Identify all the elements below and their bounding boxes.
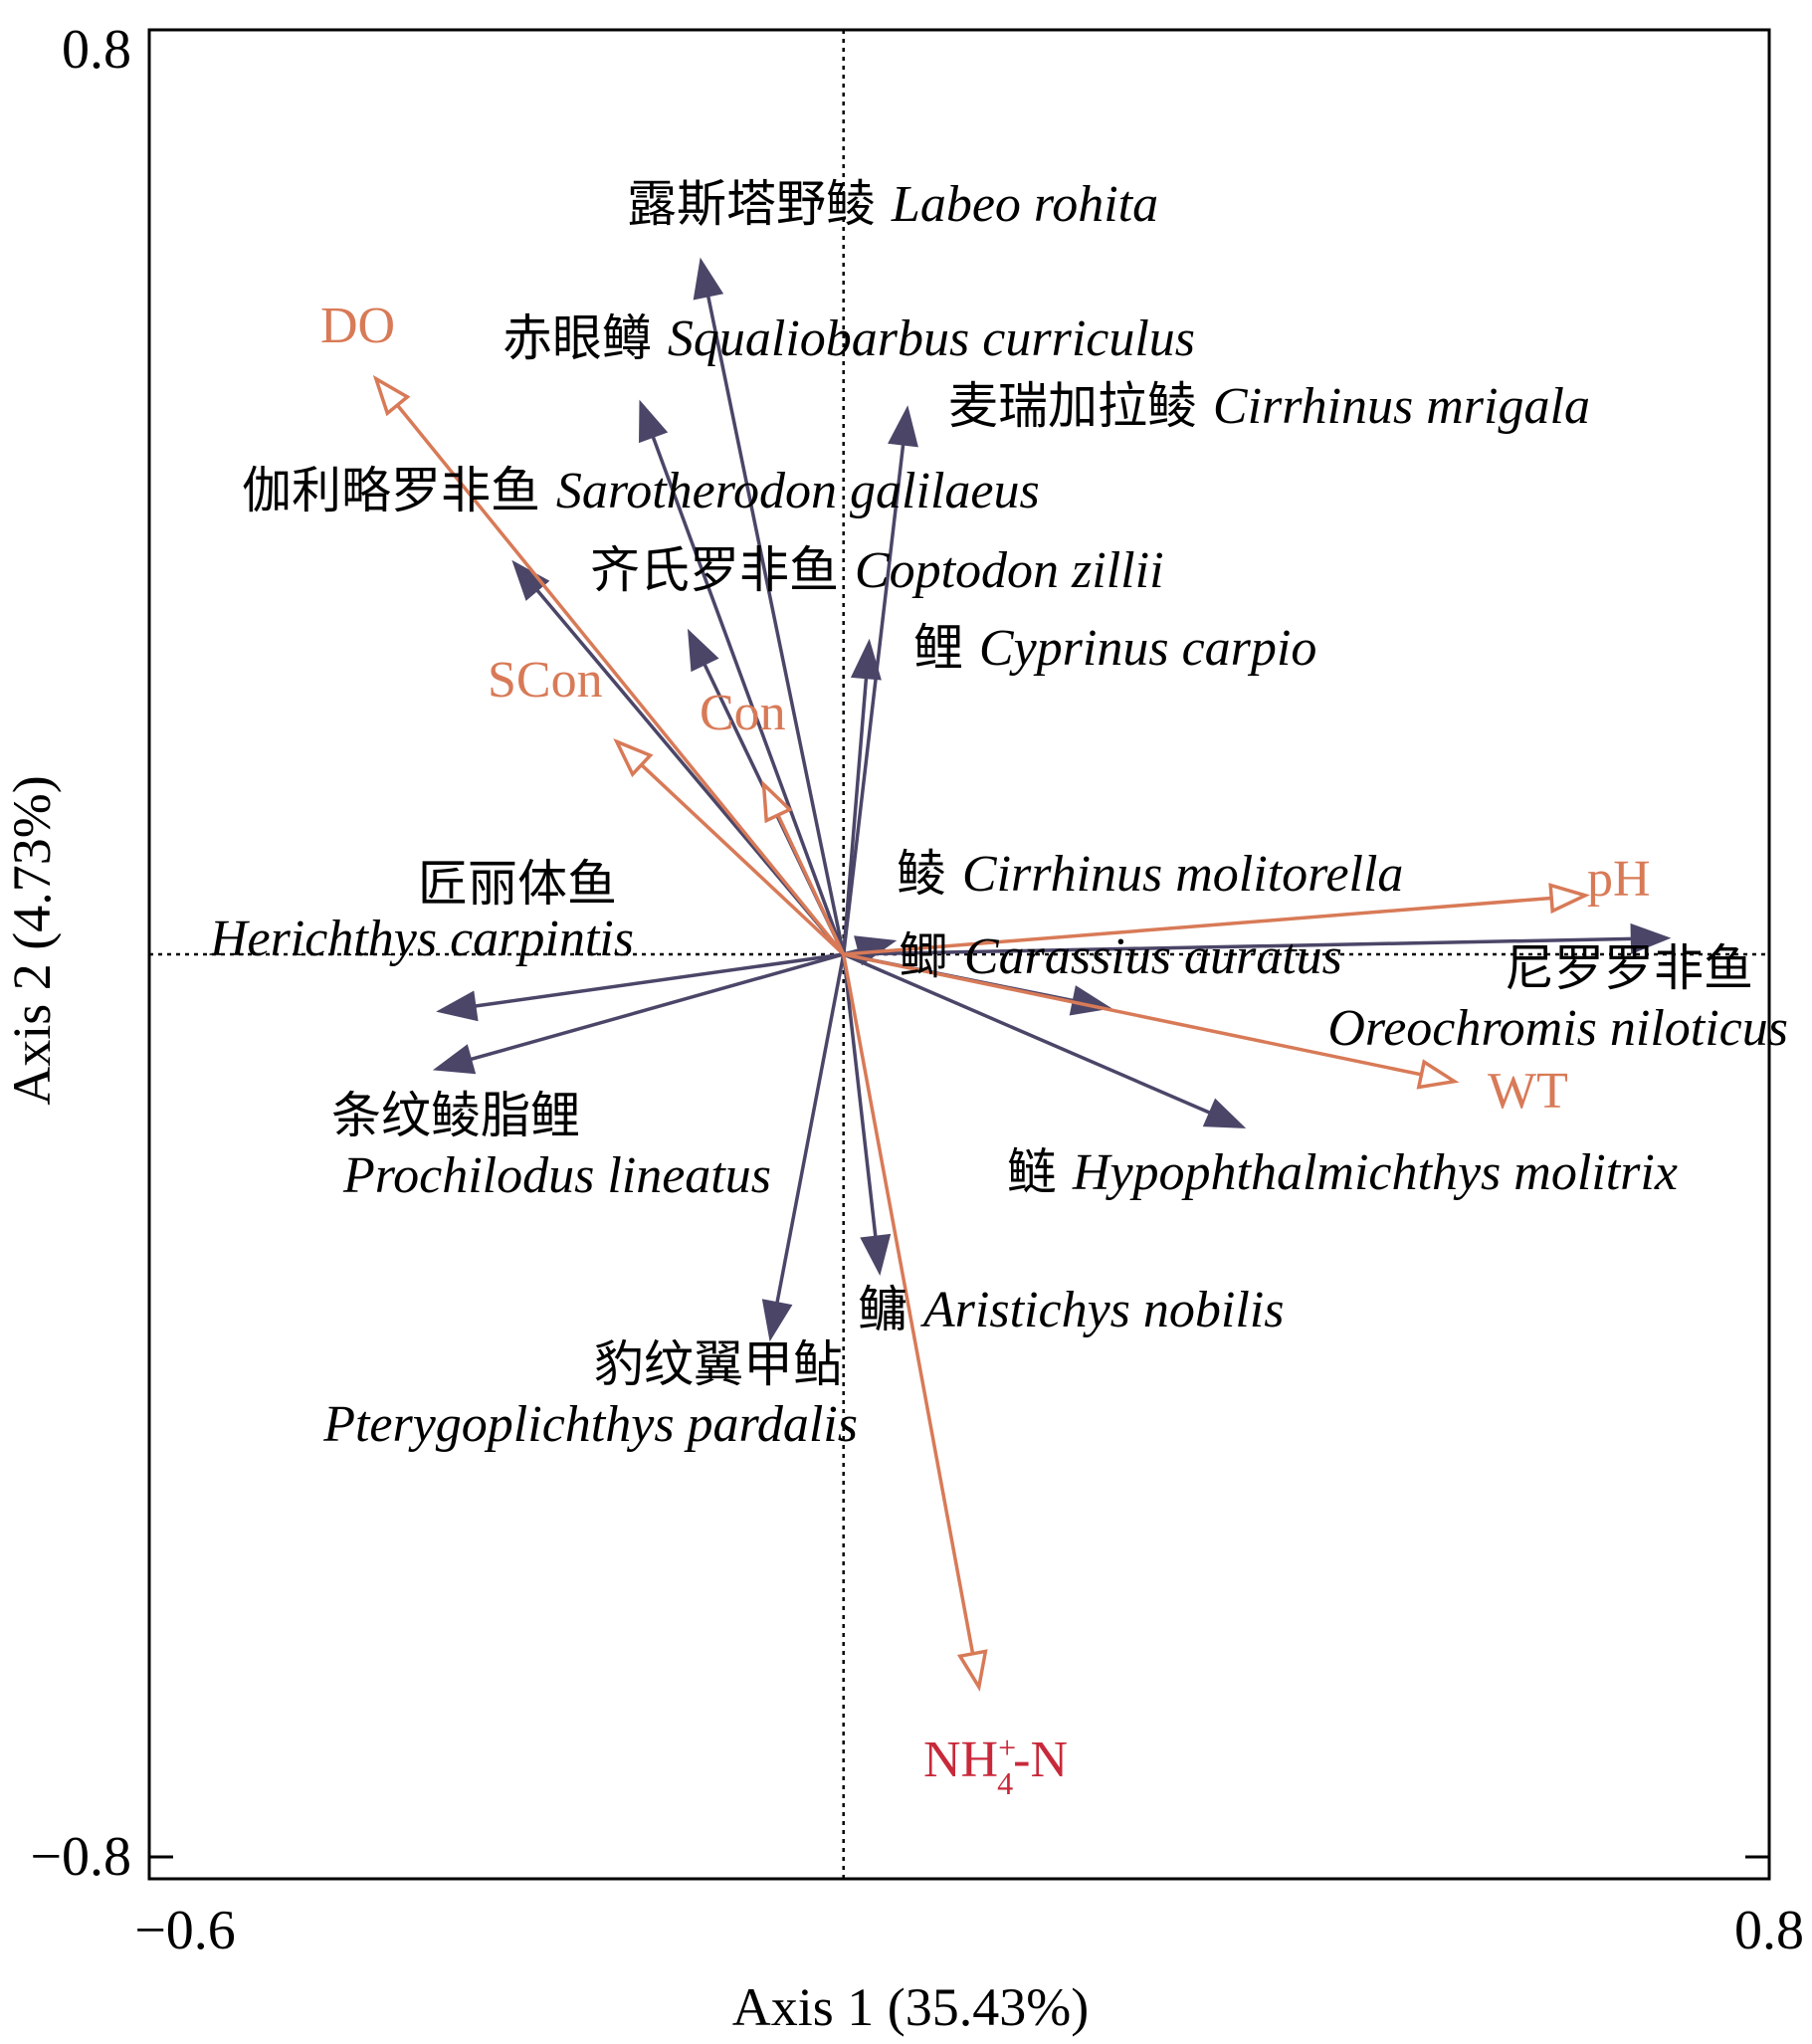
- env-arrow-3: [761, 779, 846, 955]
- species-label-11: 鳙 Aristichys nobilis: [858, 1281, 1284, 1338]
- species-latin-label-13: Herichthys carpintis: [209, 911, 634, 967]
- species-label-5: 齐氏罗非鱼 Coptodon zillii: [590, 541, 1164, 599]
- env-label-3: Con: [700, 685, 786, 741]
- env-arrow-4: [843, 883, 1590, 956]
- species-arrow-13: [436, 952, 844, 1022]
- env-arrow-5: [843, 952, 1460, 1090]
- species-cn-label-13: 匠丽体鱼: [418, 855, 617, 913]
- species-arrow-9: [843, 922, 1672, 956]
- species-label-8: 鲫 Carassius auratus: [899, 927, 1342, 985]
- env-arrow-6: [841, 953, 988, 1693]
- species-label-7: 鲮 Cirrhinus molitorella: [897, 845, 1403, 903]
- species-latin-label-14: Prochilodus lineatus: [342, 1147, 771, 1204]
- y-tick-label-bottom: −0.8: [30, 1826, 131, 1888]
- species-latin-label-9: Oreochromis niloticus: [1327, 1000, 1788, 1057]
- species-label-3: 麦瑞加拉鲮 Cirrhinus mrigala: [948, 377, 1590, 435]
- species-arrow-11: [841, 953, 892, 1277]
- env-arrow-2: [613, 737, 845, 956]
- species-arrow-1: [693, 257, 846, 955]
- x-tick-label-right: 0.8: [1734, 1900, 1804, 1961]
- species-label-10: 鲢 Hypophthalmichthys molitrix: [1007, 1143, 1678, 1201]
- species-label-6: 鲤 Cyprinus carpio: [913, 619, 1316, 677]
- species-arrow-12: [761, 953, 846, 1342]
- x-tick-label-left: −0.6: [134, 1900, 236, 1961]
- species-arrow-10: [843, 952, 1247, 1128]
- species-label-4: 伽利略罗非鱼 Sarotherodon galilaeus: [242, 462, 1040, 519]
- species-arrow-2: [639, 399, 846, 955]
- env-label-1: DO: [320, 298, 395, 354]
- species-cn-label-14: 条纹鲮脂鲤: [331, 1087, 580, 1144]
- species-cn-label-9: 尼罗罗非鱼: [1505, 939, 1753, 997]
- env-label-5: WT: [1488, 1063, 1568, 1120]
- y-axis-label: Axis 2 (4.73%): [2, 775, 62, 1105]
- species-arrow-14: [432, 952, 845, 1075]
- env-arrow-1: [372, 374, 846, 956]
- species-latin-label-12: Pterygoplichthys pardalis: [322, 1396, 858, 1453]
- species-cn-label-12: 豹纹翼甲鲇: [594, 1335, 843, 1393]
- x-axis-label: Axis 1 (35.43%): [732, 1977, 1089, 2037]
- species-label-1: 露斯塔野鲮 Labeo rohita: [627, 175, 1158, 233]
- species-arrow-3: [841, 405, 918, 955]
- species-arrow-6: [841, 638, 882, 955]
- env-label-4: pH: [1587, 851, 1651, 908]
- env-label-6: NH+4-N: [923, 1730, 1068, 1801]
- species-label-2: 赤眼鳟 Squaliobarbus curriculus: [503, 309, 1195, 367]
- y-tick-label-top: 0.8: [62, 19, 131, 81]
- env-label-2: SCon: [488, 652, 603, 709]
